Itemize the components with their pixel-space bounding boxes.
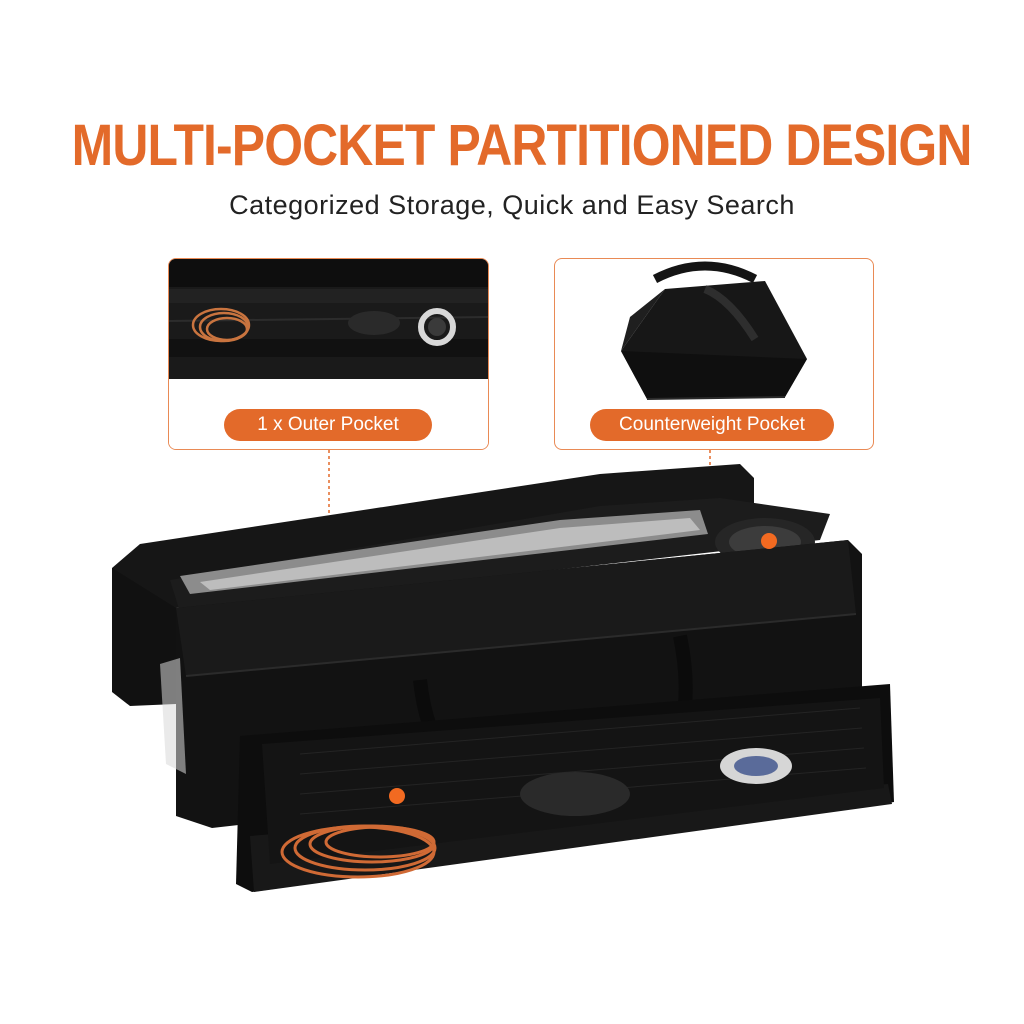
main-bag-photo — [112, 450, 894, 892]
headline-title: MULTI-POCKET PARTITIONED DESIGN — [71, 113, 973, 178]
outer-pocket-indicator-dot — [389, 788, 405, 804]
outer-pocket-inset — [168, 258, 489, 450]
counterweight-bag-photo — [621, 261, 807, 400]
outer-pocket-label: 1 x Outer Pocket — [224, 409, 432, 441]
headline-subtitle: Categorized Storage, Quick and Easy Sear… — [229, 190, 795, 220]
outer-pocket-photo — [169, 259, 488, 449]
counterweight-pocket-label: Counterweight Pocket — [590, 409, 834, 441]
counterweight-indicator-dot — [761, 533, 777, 549]
